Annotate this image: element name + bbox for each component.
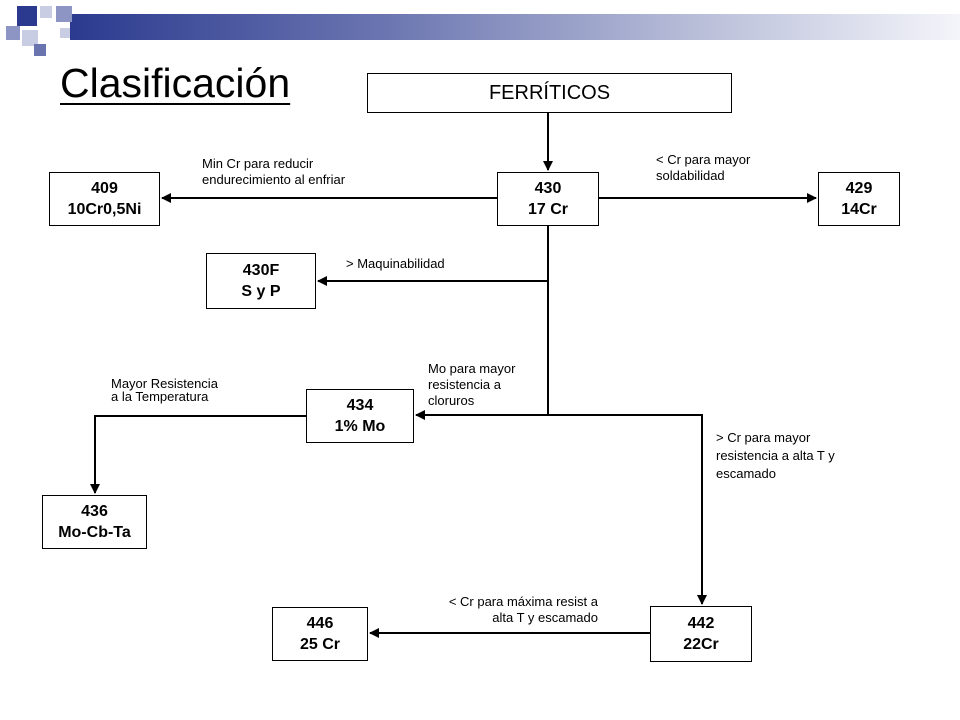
- label-to-434-line-1: Mo para mayor: [428, 361, 516, 376]
- node-434: 434 1% Mo: [306, 389, 414, 443]
- ferriticos-header-box: FERRÍTICOS: [367, 73, 732, 113]
- decor-square-5: [22, 30, 38, 46]
- node-430f-code: 430F: [242, 262, 280, 279]
- label-to-446-line-1: < Cr para máxima resist a: [448, 594, 598, 609]
- label-to-430f: > Maquinabilidad: [346, 256, 445, 272]
- node-446-code: 446: [306, 615, 334, 632]
- label-to-446: < Cr para máxima resist a alta T y escam…: [410, 594, 598, 626]
- node-430: 430 17 Cr: [497, 172, 599, 226]
- node-430-code: 430: [534, 180, 562, 197]
- label-to-442-line-1: > Cr para mayor: [716, 430, 811, 445]
- node-446: 446 25 Cr: [272, 607, 368, 661]
- node-430-desc: 17 Cr: [527, 201, 569, 218]
- node-409-code: 409: [91, 180, 118, 197]
- header-gradient-band: [70, 14, 960, 40]
- label-to-436: Mayor Resistencia a la Temperatura: [111, 377, 218, 403]
- node-430f-desc: S y P: [241, 283, 281, 300]
- node-429-code: 429: [845, 180, 873, 197]
- arrow-434-to-436: [90, 415, 306, 494]
- node-434-code: 434: [346, 397, 374, 414]
- node-434-desc: 1% Mo: [334, 418, 386, 435]
- label-to-446-line-2: alta T y escamado: [492, 610, 598, 625]
- node-436: 436 Mo-Cb-Ta: [42, 495, 147, 549]
- label-to-409: Min Cr para reducir endurecimiento al en…: [202, 156, 345, 188]
- label-to-434-line-3: cloruros: [428, 393, 475, 408]
- node-409-desc: 10Cr0,5Ni: [67, 201, 142, 218]
- label-to-430f-line-1: > Maquinabilidad: [346, 256, 445, 271]
- node-429-desc: 14Cr: [841, 201, 877, 218]
- label-to-429-line-2: soldabilidad: [656, 168, 725, 183]
- label-to-429: < Cr para mayor soldabilidad: [656, 152, 750, 184]
- node-429: 429 14Cr: [818, 172, 900, 226]
- decor-square-4: [6, 26, 20, 40]
- node-442-desc: 22Cr: [683, 636, 719, 653]
- label-to-436-line-2: a la Temperatura: [111, 389, 209, 404]
- arrow-trunk-to-442: [548, 414, 707, 605]
- label-to-436-line-1: Mayor Resistencia: [111, 376, 218, 391]
- node-442-code: 442: [687, 615, 715, 632]
- node-442: 442 22Cr: [650, 606, 752, 662]
- decor-square-7: [60, 28, 70, 38]
- node-436-desc: Mo-Cb-Ta: [58, 524, 131, 541]
- decor-square-1: [17, 6, 37, 26]
- decor-square-3: [56, 6, 72, 22]
- label-to-434-line-2: resistencia a: [428, 377, 501, 392]
- label-to-442: > Cr para mayor resistencia a alta T y e…: [716, 429, 835, 483]
- node-446-desc: 25 Cr: [299, 636, 341, 653]
- label-to-442-line-2: resistencia a alta T y: [716, 448, 835, 463]
- decor-square-6: [34, 44, 46, 56]
- node-430f: 430F S y P: [206, 253, 316, 309]
- label-to-429-line-1: < Cr para mayor: [656, 152, 751, 167]
- label-to-409-line-2: endurecimiento al enfriar: [202, 172, 346, 187]
- label-to-409-line-1: Min Cr para reducir: [202, 156, 314, 171]
- page-title: Clasificación: [60, 60, 291, 106]
- ferriticos-header-label: FERRÍTICOS: [488, 81, 611, 104]
- label-to-434: Mo para mayor resistencia a cloruros: [428, 361, 515, 409]
- node-409: 409 10Cr0,5Ni: [49, 172, 160, 226]
- decor-square-2: [40, 6, 52, 18]
- label-to-442-line-3: escamado: [716, 466, 776, 481]
- node-436-code: 436: [81, 503, 108, 520]
